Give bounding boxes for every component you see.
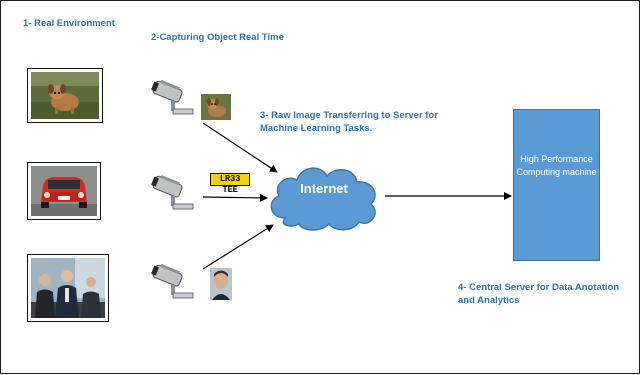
step-3-label: 3- Raw Image Transferring to Server for …	[260, 110, 438, 134]
arrow-camera2-to-internet	[202, 193, 268, 202]
step-4-label: 4- Central Server for Data Anotation and…	[458, 282, 620, 306]
step-1-label: 1- Real Environment	[23, 18, 115, 29]
car-photo	[27, 162, 101, 220]
arrow-camera3-to-internet	[202, 224, 274, 270]
dog-photo	[27, 68, 103, 123]
dog-crop	[201, 94, 231, 120]
people-photo-image	[31, 258, 105, 318]
arrow-camera1-to-internet	[202, 122, 278, 173]
dog-photo-image	[31, 72, 99, 119]
people-photo	[27, 254, 109, 322]
license-plate: LR33 TEE	[210, 173, 250, 195]
step-2-label: 2-Capturing Object Real Time	[151, 32, 284, 43]
cctv-camera-icon	[151, 174, 195, 214]
internet-label: Internet	[300, 181, 348, 196]
server-label: High Performance Computing machine	[516, 154, 597, 177]
face-crop	[210, 268, 232, 300]
hpc-server-box: High Performance Computing machine	[513, 109, 600, 261]
internet-cloud-icon	[270, 167, 376, 231]
cctv-camera-icon	[151, 79, 195, 119]
car-photo-image	[31, 166, 97, 216]
cctv-camera-icon	[151, 263, 195, 303]
